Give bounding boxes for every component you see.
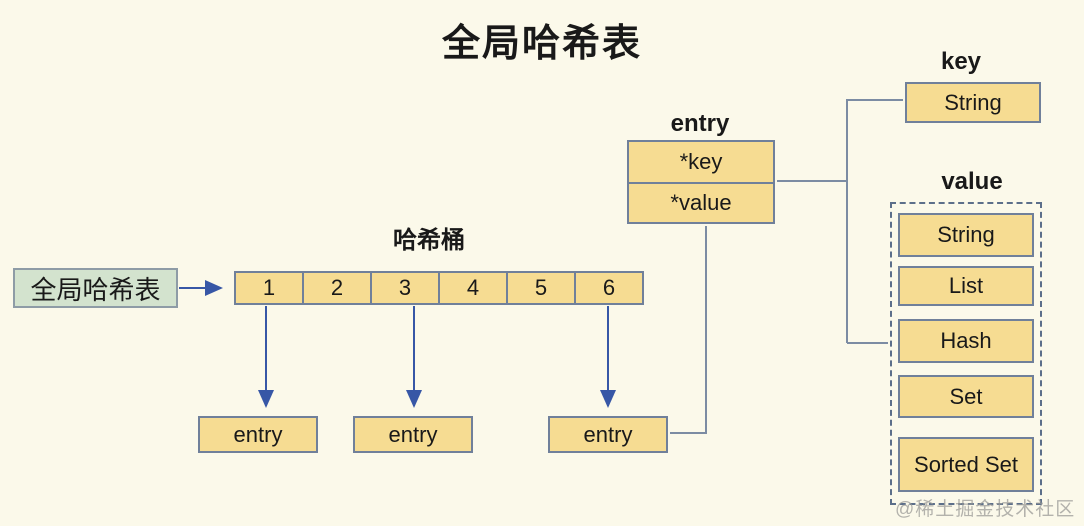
entry-struct-value-field: *value [627, 182, 775, 224]
line-struct-branch [777, 99, 903, 344]
bucket-cell-1: 1 [234, 271, 302, 305]
bucket-cell-3: 3 [370, 271, 438, 305]
hash-bucket-row: 1 2 3 4 5 6 [234, 271, 644, 305]
global-hash-table-box: 全局哈希表 [13, 268, 178, 308]
bucket-cell-2: 2 [302, 271, 370, 305]
value-types-container [890, 202, 1042, 505]
entry-node-3: entry [548, 416, 668, 453]
entry-node-2: entry [353, 416, 473, 453]
entry-node-1: entry [198, 416, 318, 453]
bucket-cell-6: 6 [574, 271, 644, 305]
value-type-set: Set [898, 375, 1034, 418]
value-type-sorted-set: Sorted Set [898, 437, 1034, 492]
bucket-cell-4: 4 [438, 271, 506, 305]
value-type-hash: Hash [898, 319, 1034, 363]
bucket-section-label: 哈希桶 [393, 227, 465, 254]
entry-struct-box: *key *value [627, 140, 775, 224]
key-section-label: key [940, 48, 982, 75]
value-section-label: value [941, 168, 1003, 195]
line-entry3-to-struct [670, 226, 707, 434]
bucket-cell-5: 5 [506, 271, 574, 305]
value-type-list: List [898, 266, 1034, 306]
key-type-box: String [905, 82, 1041, 123]
diagram-title: 全局哈希表 [441, 23, 642, 65]
value-type-string: String [898, 213, 1034, 257]
watermark: @稀土掘金技术社区 [895, 499, 1076, 520]
entry-struct-key-field: *key [627, 140, 775, 182]
global-hash-table-label: 全局哈希表 [30, 274, 161, 305]
entry-struct-label: entry [670, 110, 730, 137]
